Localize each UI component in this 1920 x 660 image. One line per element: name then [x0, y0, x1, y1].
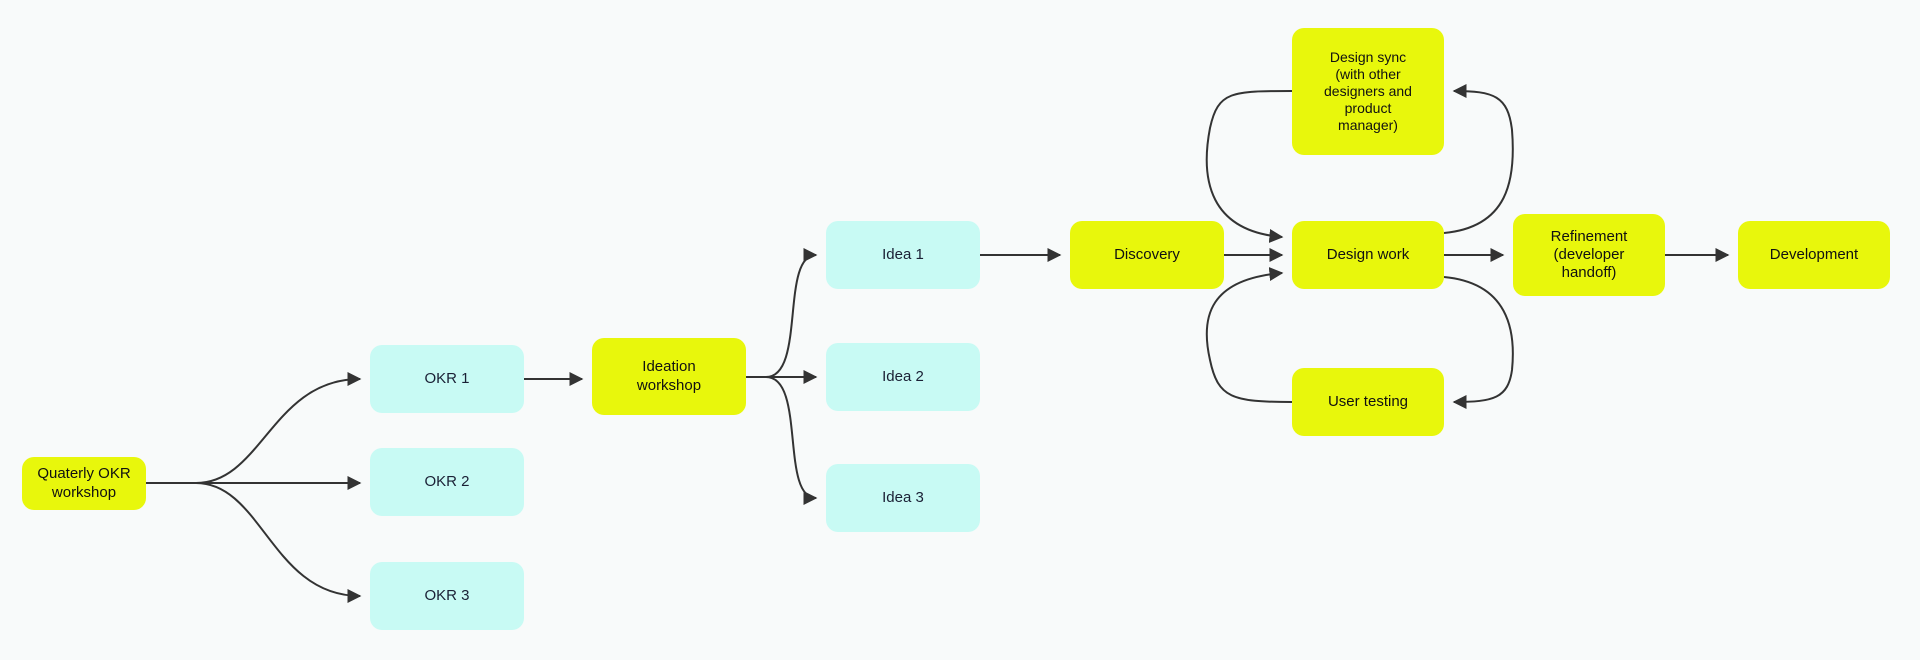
node-label-discovery: Discovery [1114, 245, 1180, 263]
node-discovery[interactable]: Discovery [1070, 221, 1224, 289]
edge-ideation-workshop-to-idea-1 [746, 248, 818, 378]
edge-ideation-workshop-to-idea-3 [746, 376, 818, 505]
node-label-idea-3: Idea 3 [882, 488, 924, 506]
node-label-quarterly-okr-workshop: Quaterly OKR workshop [37, 465, 131, 501]
node-idea-3[interactable]: Idea 3 [826, 464, 980, 532]
node-okr-3[interactable]: OKR 3 [370, 562, 524, 630]
node-quarterly-okr-workshop[interactable]: Quaterly OKR workshop [22, 457, 146, 510]
node-development[interactable]: Development [1738, 221, 1890, 289]
node-user-testing[interactable]: User testing [1292, 368, 1444, 436]
node-design-work[interactable]: Design work [1292, 221, 1444, 289]
node-label-development: Development [1769, 245, 1859, 263]
edge-okr-workshop-to-okr-3 [146, 482, 362, 603]
edge-design-work-to-user-testing [1443, 276, 1514, 409]
node-design-sync[interactable]: Design sync (with other designers and pr… [1292, 28, 1444, 155]
edge-design-work-to-design-sync [1443, 84, 1514, 234]
node-refinement[interactable]: Refinement (developer handoff) [1513, 214, 1665, 296]
node-label-design-work: Design work [1326, 245, 1410, 263]
edge-okr-workshop-to-okr-1 [146, 372, 362, 484]
node-label-refinement: Refinement (developer handoff) [1550, 227, 1628, 282]
node-label-okr-1: OKR 1 [424, 369, 470, 387]
node-label-design-sync: Design sync (with other designers and pr… [1324, 48, 1412, 134]
node-label-idea-2: Idea 2 [882, 367, 924, 385]
edge-design-sync-to-design-work [1205, 90, 1293, 243]
node-label-ideation-workshop: Ideation workshop [636, 358, 702, 394]
node-label-okr-2: OKR 2 [424, 472, 470, 490]
node-okr-1[interactable]: OKR 1 [370, 345, 524, 413]
node-label-idea-1: Idea 1 [882, 245, 924, 263]
edge-user-testing-to-design-work [1205, 267, 1293, 403]
node-label-okr-3: OKR 3 [424, 586, 470, 604]
node-label-user-testing: User testing [1327, 392, 1409, 410]
node-ideation-workshop[interactable]: Ideation workshop [592, 338, 746, 415]
node-okr-2[interactable]: OKR 2 [370, 448, 524, 516]
node-idea-1[interactable]: Idea 1 [826, 221, 980, 289]
node-idea-2[interactable]: Idea 2 [826, 343, 980, 411]
